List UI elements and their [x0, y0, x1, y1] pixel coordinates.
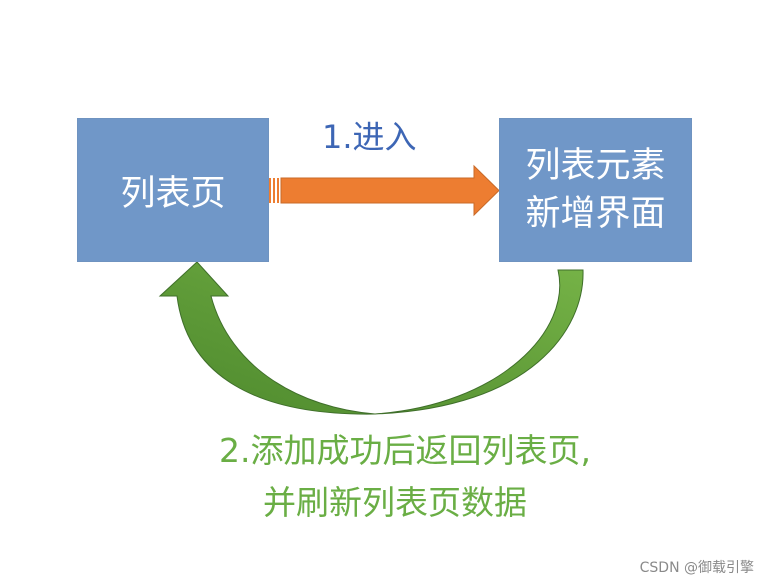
add-page-label-line1: 列表元素 [525, 146, 666, 186]
enter-arrow-body [280, 164, 500, 217]
step2-label: 2.添加成功后返回列表页, 并刷新列表页数据 [0, 425, 770, 529]
add-page-label-line2: 新增界面 [525, 194, 666, 234]
enter-arrow-stripe-2 [273, 178, 275, 203]
step1-label: 1.进入 [322, 118, 417, 156]
step2-label-line2: 并刷新列表页数据 [263, 483, 527, 522]
enter-arrow-stripe-1 [269, 178, 271, 203]
watermark: CSDN @御载引擎 [639, 560, 754, 576]
add-page-box: 列表元素 新增界面 [499, 118, 692, 262]
enter-arrow-stripe-3 [277, 178, 279, 203]
step2-label-line1: 2.添加成功后返回列表页, [219, 431, 591, 470]
enter-arrow [269, 164, 500, 217]
list-page-label: 列表页 [120, 173, 226, 214]
return-arrow [158, 261, 584, 415]
list-page-box: 列表页 [77, 118, 269, 262]
